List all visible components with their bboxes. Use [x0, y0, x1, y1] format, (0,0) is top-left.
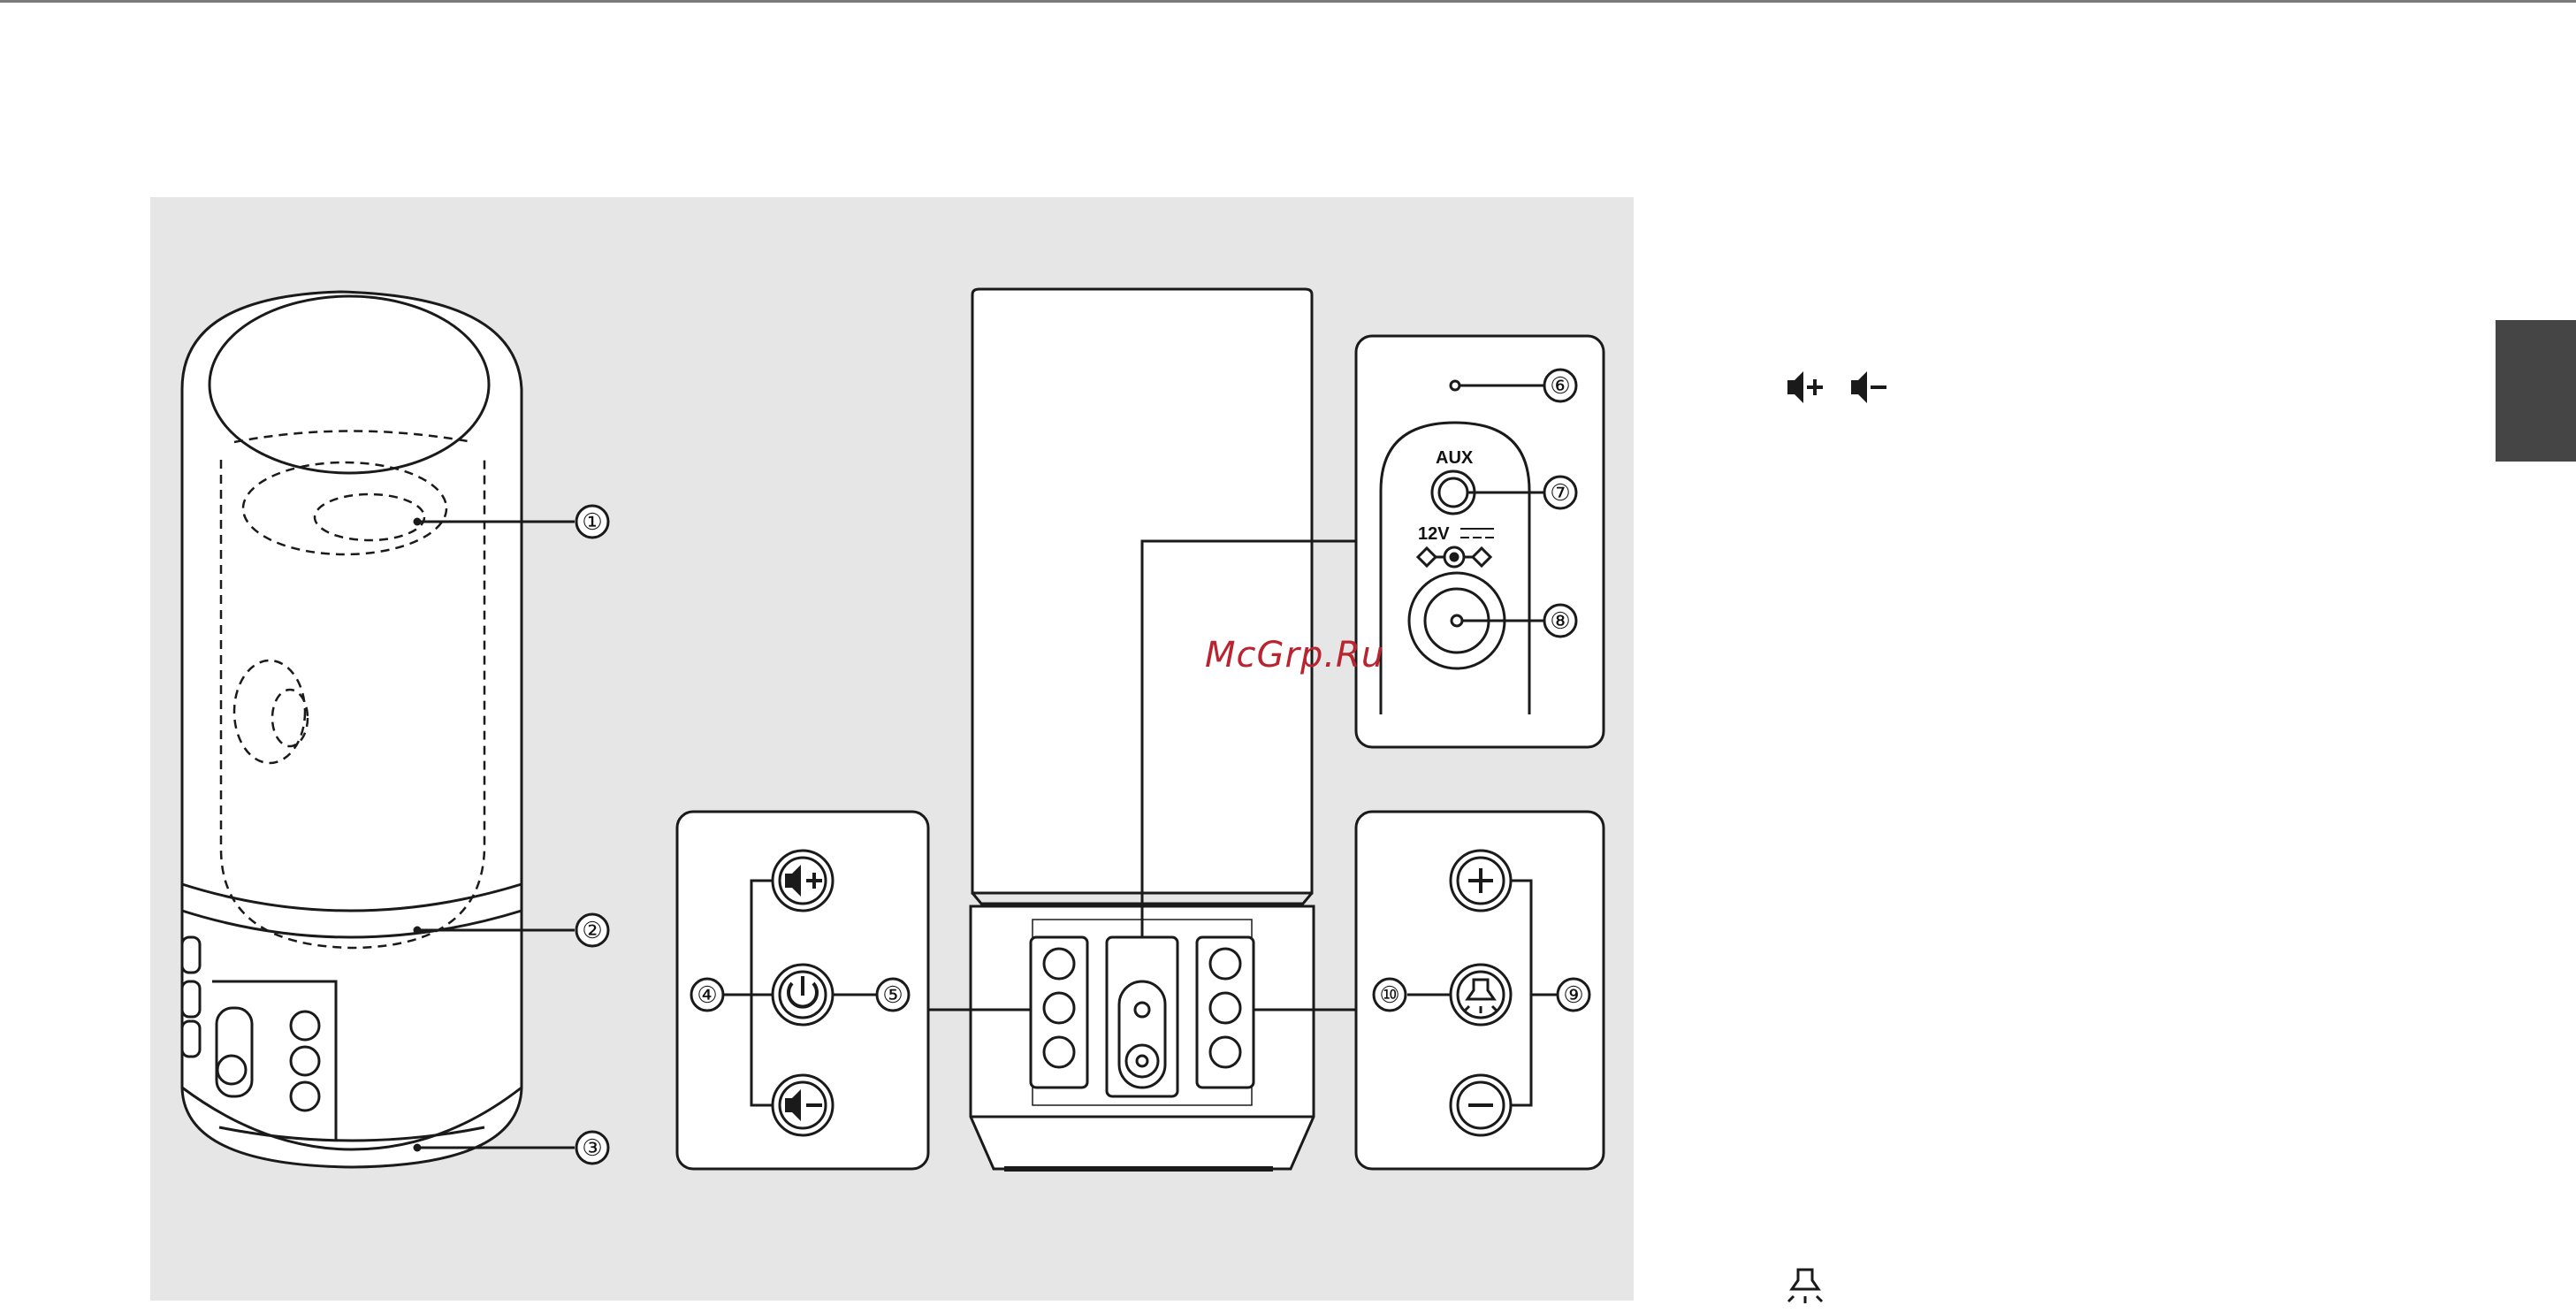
volume-up-legend-icon: [1787, 371, 1823, 403]
callout-10: ⑩: [1379, 981, 1399, 1008]
callout-1: ①: [582, 508, 602, 535]
callout-6: ⑥: [1550, 372, 1570, 399]
watermark: McGrp.Ru: [1205, 635, 1384, 676]
callout-3: ③: [582, 1134, 602, 1161]
callout-7: ⑦: [1550, 479, 1570, 506]
dc-voltage-label: 12V: [1418, 524, 1450, 544]
callout-8: ⑧: [1550, 607, 1570, 634]
callout-9: ⑨: [1563, 981, 1583, 1008]
speaker-rear-view: [928, 289, 1356, 1169]
callout-2: ②: [582, 917, 602, 943]
callout-4: ④: [697, 981, 717, 1008]
volume-down-legend-icon: [1851, 371, 1886, 403]
aux-label: AUX: [1436, 448, 1474, 468]
speaker-front-view: [182, 292, 608, 1167]
light-bulb-legend-icon: [1788, 1270, 1822, 1303]
callout-5: ⑤: [882, 981, 903, 1008]
